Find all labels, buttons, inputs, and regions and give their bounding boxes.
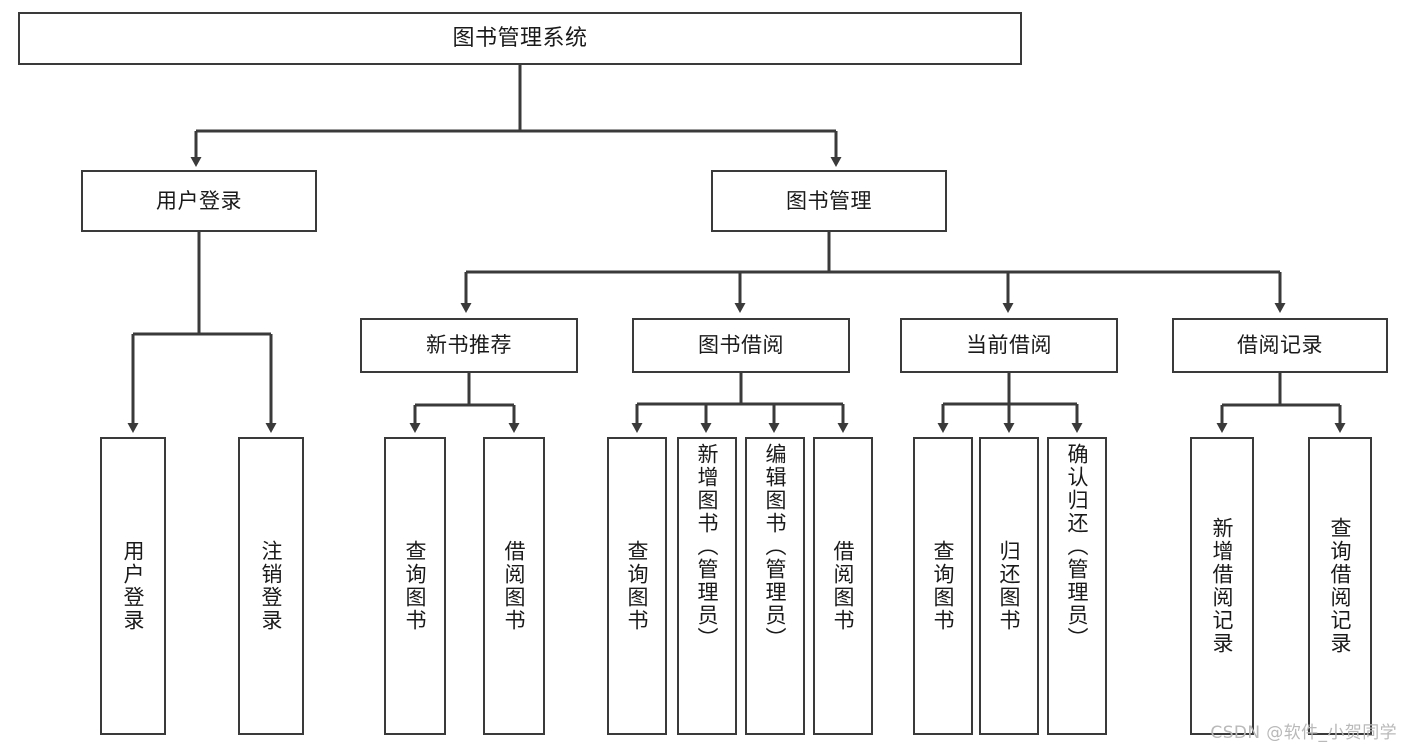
node-user-login[interactable]: 用户登录 [81, 170, 317, 232]
node-leaf-query-record[interactable]: 查询借阅记录 [1308, 437, 1372, 735]
node-leaf-query-book-1-label: 查询图书 [403, 540, 428, 632]
node-leaf-query-book-3-label: 查询图书 [931, 540, 956, 632]
node-root-label: 图书管理系统 [452, 25, 588, 51]
node-leaf-borrow-book-1[interactable]: 借阅图书 [483, 437, 545, 735]
node-leaf-query-book-1[interactable]: 查询图书 [384, 437, 446, 735]
node-leaf-add-book-label: 新增图书（管理员） [695, 443, 720, 650]
node-leaf-logout-login-label: 注销登录 [259, 540, 284, 632]
node-leaf-edit-book[interactable]: 编辑图书（管理员） [745, 437, 805, 735]
node-leaf-logout-login[interactable]: 注销登录 [238, 437, 304, 735]
node-borrow-record-label: 借阅记录 [1237, 333, 1323, 358]
node-leaf-return-book-label: 归还图书 [997, 540, 1022, 632]
node-borrow-record[interactable]: 借阅记录 [1172, 318, 1388, 373]
node-leaf-borrow-book-2[interactable]: 借阅图书 [813, 437, 873, 735]
node-book-borrow[interactable]: 图书借阅 [632, 318, 850, 373]
node-leaf-edit-book-label: 编辑图书（管理员） [763, 443, 788, 650]
node-leaf-query-book-2-label: 查询图书 [625, 540, 650, 632]
node-book-management[interactable]: 图书管理 [711, 170, 947, 232]
node-current-borrow-label: 当前借阅 [966, 333, 1052, 358]
node-leaf-add-record-label: 新增借阅记录 [1210, 517, 1235, 655]
node-leaf-borrow-book-1-label: 借阅图书 [502, 540, 527, 632]
node-root[interactable]: 图书管理系统 [18, 12, 1022, 65]
node-leaf-add-book[interactable]: 新增图书（管理员） [677, 437, 737, 735]
node-leaf-query-book-3[interactable]: 查询图书 [913, 437, 973, 735]
node-leaf-add-record[interactable]: 新增借阅记录 [1190, 437, 1254, 735]
node-leaf-user-login[interactable]: 用户登录 [100, 437, 166, 735]
node-new-book-recommend[interactable]: 新书推荐 [360, 318, 578, 373]
node-user-login-label: 用户登录 [156, 188, 242, 213]
node-leaf-borrow-book-2-label: 借阅图书 [831, 540, 856, 632]
node-leaf-return-book[interactable]: 归还图书 [979, 437, 1039, 735]
csdn-watermark: CSDN @软件_小贺同学 [1210, 723, 1397, 743]
node-leaf-query-book-2[interactable]: 查询图书 [607, 437, 667, 735]
node-leaf-confirm-return[interactable]: 确认归还（管理员） [1047, 437, 1107, 735]
node-book-management-label: 图书管理 [786, 188, 872, 213]
node-leaf-query-record-label: 查询借阅记录 [1328, 517, 1353, 655]
node-current-borrow[interactable]: 当前借阅 [900, 318, 1118, 373]
node-book-borrow-label: 图书借阅 [698, 333, 784, 358]
node-leaf-user-login-label: 用户登录 [121, 540, 146, 632]
node-new-book-recommend-label: 新书推荐 [426, 333, 512, 358]
node-leaf-confirm-return-label: 确认归还（管理员） [1065, 443, 1090, 650]
